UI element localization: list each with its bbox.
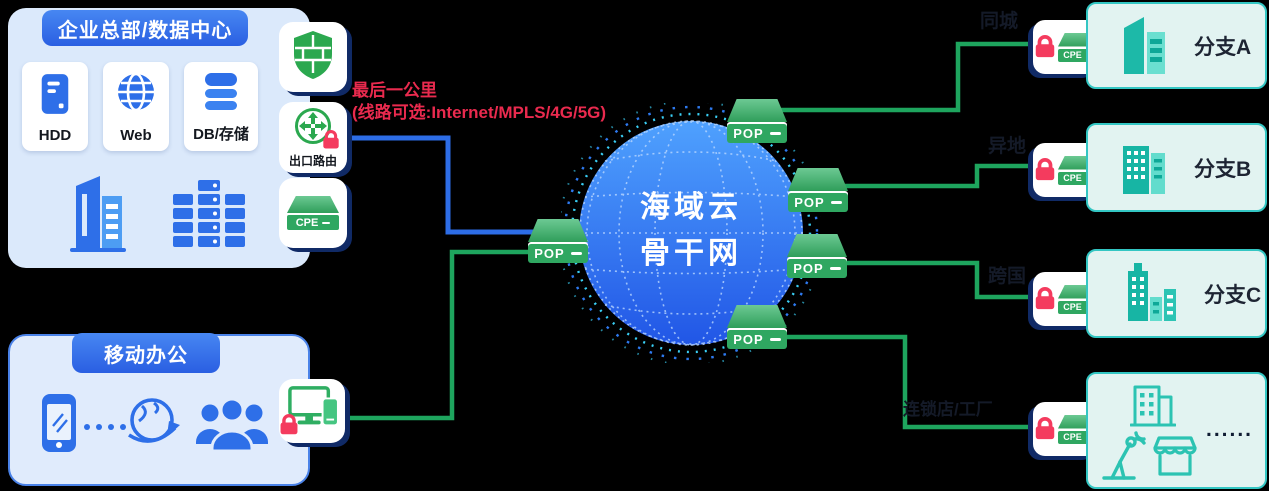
pop-text: POP — [733, 126, 764, 141]
database-icon — [200, 71, 242, 118]
server-rack-icon — [170, 178, 248, 257]
pop-device-top — [528, 219, 588, 242]
hdd-card: HDD — [22, 62, 88, 151]
web-globe-icon — [115, 71, 157, 118]
lock-icon — [321, 130, 341, 155]
firewall-unit — [279, 22, 347, 92]
branch-b-label: 分支B — [1194, 157, 1252, 181]
pop-led-dash — [769, 338, 781, 341]
wire-mobile-to-pop — [344, 249, 560, 421]
cloud-globe — [561, 103, 821, 363]
cpe-device: CPE — [287, 196, 339, 230]
branch-b-building-icon — [1120, 136, 1168, 199]
cpe-device-bar: CPE — [287, 215, 339, 230]
storefront-icon — [1152, 434, 1198, 483]
secure-terminal-icon — [280, 385, 340, 438]
lock-icon — [1033, 286, 1057, 317]
server-icon — [37, 71, 73, 122]
pop-node-left: POP — [528, 219, 588, 263]
web-label: Web — [120, 127, 152, 144]
wire-pop-to-branch-c — [838, 260, 1036, 300]
lock-icon — [1033, 34, 1057, 65]
wire-pop-to-branch-b — [838, 163, 1036, 189]
pop-text: POP — [793, 261, 824, 276]
pop-device-top — [727, 305, 787, 328]
mobile-cpe-unit — [279, 379, 345, 443]
branch-a-building-icon — [1120, 12, 1168, 79]
dotted-link — [84, 424, 126, 430]
pop-device-top — [727, 99, 787, 122]
router-icon — [293, 106, 339, 151]
branch-b-box: 分支B — [1086, 123, 1267, 212]
pop-led-dash — [830, 201, 842, 204]
wire-hq-to-pop — [347, 135, 560, 235]
lock-icon — [1033, 157, 1057, 188]
exit-router-unit: 出口路由 — [279, 102, 347, 173]
ellipsis-more-branches: ...... — [1206, 418, 1254, 441]
smartphone-icon — [40, 392, 78, 459]
lock-icon — [1033, 416, 1057, 447]
annotation-line2: (线路可选:Internet/MPLS/4G/5G) — [352, 103, 607, 122]
cpe-text: CPE — [1063, 302, 1082, 312]
cpe-device-top — [287, 196, 339, 213]
cpe-text: CPE — [1063, 50, 1082, 60]
robot-arm-icon — [1100, 430, 1148, 487]
travel-globe-icon — [124, 394, 180, 457]
branch-a-box: 分支A — [1086, 2, 1267, 89]
exit-router-label: 出口路由 — [288, 154, 337, 168]
pop-led-dash — [829, 267, 841, 270]
db-storage-card: DB/存储 — [184, 62, 258, 151]
wire-pop-to-branch-a — [770, 41, 1036, 113]
pop-device-bar: POP — [788, 193, 848, 212]
pop-text: POP — [794, 195, 825, 210]
branch-c-box: 分支C — [1086, 249, 1267, 338]
pop-text: POP — [534, 246, 565, 261]
cpe-led-dash — [322, 221, 331, 224]
last-mile-annotation: 最后一公里 (线路可选:Internet/MPLS/4G/5G) — [352, 80, 606, 124]
hdd-label: HDD — [38, 127, 72, 144]
pop-node-top: POP — [727, 99, 787, 143]
pop-device-top — [787, 234, 847, 257]
pop-device-bar: POP — [727, 330, 787, 349]
link-label-same-city: 同城 — [980, 11, 1019, 32]
cpe-text: CPE — [295, 216, 319, 229]
cloud-title-line1: 海域云 — [640, 191, 742, 224]
pop-node-bottom: POP — [727, 305, 787, 349]
branch-a-label: 分支A — [1194, 35, 1252, 59]
pop-device-bar: POP — [727, 124, 787, 143]
web-card: Web — [103, 62, 169, 151]
hq-cpe-unit: CPE — [279, 178, 347, 248]
pop-device-bar: POP — [787, 259, 847, 278]
cloud-title-line2: 骨干网 — [640, 237, 742, 270]
cpe-text: CPE — [1063, 173, 1082, 183]
users-group-icon — [194, 396, 270, 459]
building-outline-icon — [1129, 382, 1177, 435]
firewall-shield-icon — [290, 29, 336, 86]
db-label: DB/存储 — [193, 126, 249, 143]
link-label-remote: 异地 — [988, 136, 1027, 157]
pop-device-bar: POP — [528, 244, 588, 263]
pop-node-right-upper: POP — [788, 168, 848, 212]
link-label-cross-border: 跨国 — [988, 266, 1027, 287]
pop-led-dash — [769, 132, 781, 135]
hq-panel-title: 企业总部/数据中心 — [42, 10, 248, 46]
cloud-network-title: 海域云 骨干网 — [579, 185, 803, 277]
wire-pop-to-stores — [778, 334, 1036, 430]
cpe-text: CPE — [1063, 432, 1082, 442]
pop-text: POP — [733, 332, 764, 347]
stores-factory-box: ...... — [1086, 372, 1267, 489]
pop-led-dash — [570, 252, 582, 255]
branch-c-building-icon — [1120, 261, 1178, 326]
branch-c-label: 分支C — [1204, 283, 1262, 307]
pop-device-top — [788, 168, 848, 191]
annotation-line1: 最后一公里 — [352, 81, 437, 100]
lock-icon — [278, 413, 300, 441]
pop-node-right-lower: POP — [787, 234, 847, 278]
office-building-icon — [66, 166, 130, 259]
mobile-panel-title: 移动办公 — [72, 333, 220, 373]
link-label-stores-factory: 连锁店/工厂 — [903, 400, 993, 419]
